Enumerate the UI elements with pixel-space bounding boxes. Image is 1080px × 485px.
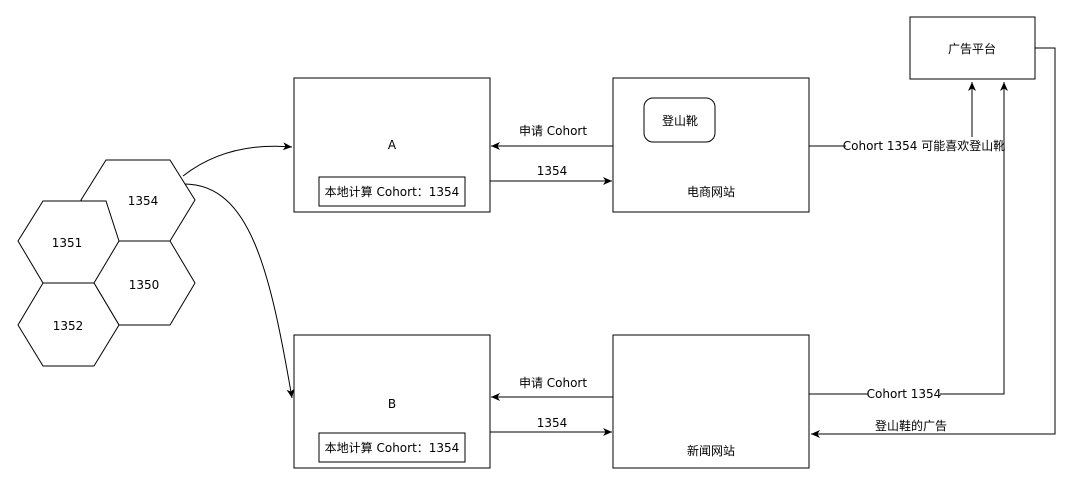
edge-news-to-b-label: 申请 Cohort — [519, 376, 587, 390]
curve-hex-to-b — [184, 183, 295, 399]
hexagon-1351-label: 1351 — [52, 236, 83, 250]
edge-ecom-to-ad-label: Cohort 1354 可能喜欢登山靴 — [843, 138, 1005, 153]
node-a: A 本地计算 Cohort：1354 — [293, 77, 491, 213]
product-label: 登山靴 — [662, 113, 698, 128]
edge-ecom-to-a-label: 申请 Cohort — [519, 124, 587, 138]
edge-b-to-news-label: 1354 — [537, 416, 568, 430]
edge-news-to-ad — [809, 82, 1008, 395]
node-a-inner-label: 本地计算 Cohort：1354 — [325, 184, 460, 199]
hexagon-cluster: 1354 1351 1350 1352 — [17, 159, 196, 367]
edge-ecom-to-ad-label-bg — [846, 137, 1002, 154]
edge-ad-to-news — [811, 47, 1056, 438]
edge-a-to-ecom-label: 1354 — [537, 164, 568, 178]
node-news: 新闻网站 — [612, 334, 810, 469]
node-ad-platform: 广告平台 — [909, 16, 1036, 80]
hexagon-1354-label: 1354 — [128, 194, 159, 208]
node-b: B 本地计算 Cohort：1354 — [293, 334, 491, 469]
node-a-inner-box — [318, 176, 466, 207]
edge-ad-to-news-label: 登山鞋的广告 — [875, 418, 947, 433]
node-ecommerce-title: 电商网站 — [687, 184, 735, 199]
node-ecommerce: 登山靴 电商网站 — [612, 77, 810, 213]
node-ad-platform-title: 广告平台 — [948, 41, 996, 56]
hexagon-1352-label: 1352 — [53, 319, 84, 333]
node-b-inner-box — [318, 432, 466, 463]
node-b-title: B — [388, 397, 396, 411]
node-news-title: 新闻网站 — [687, 443, 735, 458]
node-a-title: A — [388, 138, 397, 152]
edge-ecom-to-ad — [809, 82, 976, 147]
hexagon-1350-label: 1350 — [129, 278, 160, 292]
product-box — [643, 97, 716, 143]
edge-news-to-ad-label: Cohort 1354 — [867, 387, 942, 401]
edge-news-to-ad-label-bg — [868, 386, 940, 402]
node-b-inner-label: 本地计算 Cohort：1354 — [325, 440, 460, 455]
hexagon-1352: 1352 — [17, 282, 120, 367]
curve-hex-to-a — [182, 142, 293, 177]
